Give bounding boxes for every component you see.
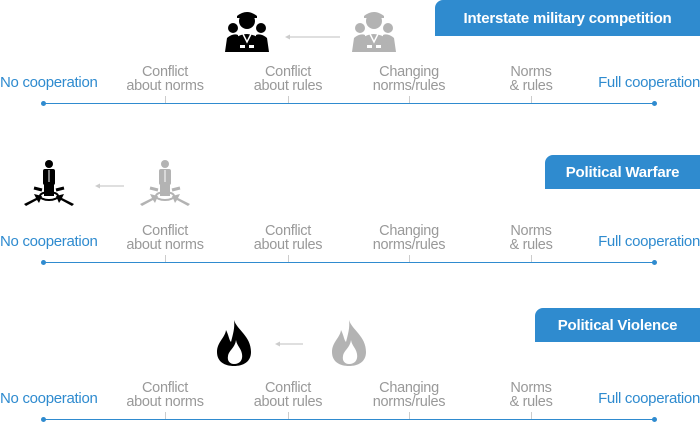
flame-icon-previous <box>332 320 366 366</box>
label-no-cooperation: No cooperation <box>0 74 98 91</box>
cooperation-scale-line <box>43 262 655 263</box>
arrow-left-icon <box>285 34 340 40</box>
person-targeted-icon-active <box>24 160 74 206</box>
scale-tick <box>288 412 289 419</box>
label-full-cooperation: Full cooperation <box>598 233 700 250</box>
scale-tick <box>409 255 410 262</box>
scale-tick <box>531 412 532 419</box>
scale-tick <box>531 255 532 262</box>
scale-tick <box>531 96 532 103</box>
scale-endpoint <box>41 101 46 106</box>
category-line-1: Conflict <box>265 223 311 239</box>
scale-tick <box>409 96 410 103</box>
category-line-2: about norms <box>126 237 204 253</box>
category-line-1: Changing <box>379 64 439 80</box>
soldiers-icon-active <box>225 12 269 52</box>
scale-endpoint <box>652 101 657 106</box>
category-line-1: Changing <box>379 380 439 396</box>
category-line-2: norms/rules <box>372 237 446 253</box>
category-line-2: about rules <box>253 394 323 410</box>
category-line-2: about norms <box>126 78 204 94</box>
category-line-1: Conflict <box>142 223 188 239</box>
scale-tick <box>165 96 166 103</box>
category-line-2: norms/rules <box>372 394 446 410</box>
person-targeted-icon-previous <box>140 160 190 206</box>
section-title-banner: Interstate military competition <box>435 0 700 36</box>
scale-tick <box>165 412 166 419</box>
flame-icon-active <box>217 320 251 366</box>
label-full-cooperation: Full cooperation <box>598 74 700 91</box>
section-title-banner: Political Violence <box>535 308 700 342</box>
category-line-2: about rules <box>253 78 323 94</box>
category-line-1: Norms <box>510 64 552 80</box>
scale-category: Norms& rules <box>476 223 586 253</box>
scale-tick <box>288 96 289 103</box>
label-no-cooperation: No cooperation <box>0 233 98 250</box>
arrow-left-icon <box>275 341 303 347</box>
category-line-1: Conflict <box>265 64 311 80</box>
label-full-cooperation: Full cooperation <box>598 390 700 407</box>
category-line-2: norms/rules <box>372 78 446 94</box>
category-line-1: Norms <box>510 223 552 239</box>
section-title-banner: Political Warfare <box>545 155 700 189</box>
category-line-1: Norms <box>510 380 552 396</box>
scale-endpoint <box>652 417 657 422</box>
category-line-2: & rules <box>509 237 553 253</box>
scale-endpoint <box>652 260 657 265</box>
label-no-cooperation: No cooperation <box>0 390 98 407</box>
scale-tick <box>288 255 289 262</box>
category-line-2: about rules <box>253 237 323 253</box>
category-line-1: Changing <box>379 223 439 239</box>
scale-category: Norms& rules <box>476 64 586 94</box>
category-line-2: about norms <box>126 394 204 410</box>
scale-endpoint <box>41 417 46 422</box>
category-line-1: Conflict <box>142 380 188 396</box>
cooperation-scale-line <box>43 103 655 104</box>
soldiers-icon-previous <box>352 12 396 52</box>
category-line-2: & rules <box>509 78 553 94</box>
category-line-1: Conflict <box>142 64 188 80</box>
category-line-1: Conflict <box>265 380 311 396</box>
scale-category: Norms& rules <box>476 380 586 410</box>
cooperation-scale-line <box>43 419 655 420</box>
arrow-left-icon <box>95 183 124 189</box>
scale-endpoint <box>41 260 46 265</box>
category-line-2: & rules <box>509 394 553 410</box>
scale-tick <box>165 255 166 262</box>
scale-tick <box>409 412 410 419</box>
